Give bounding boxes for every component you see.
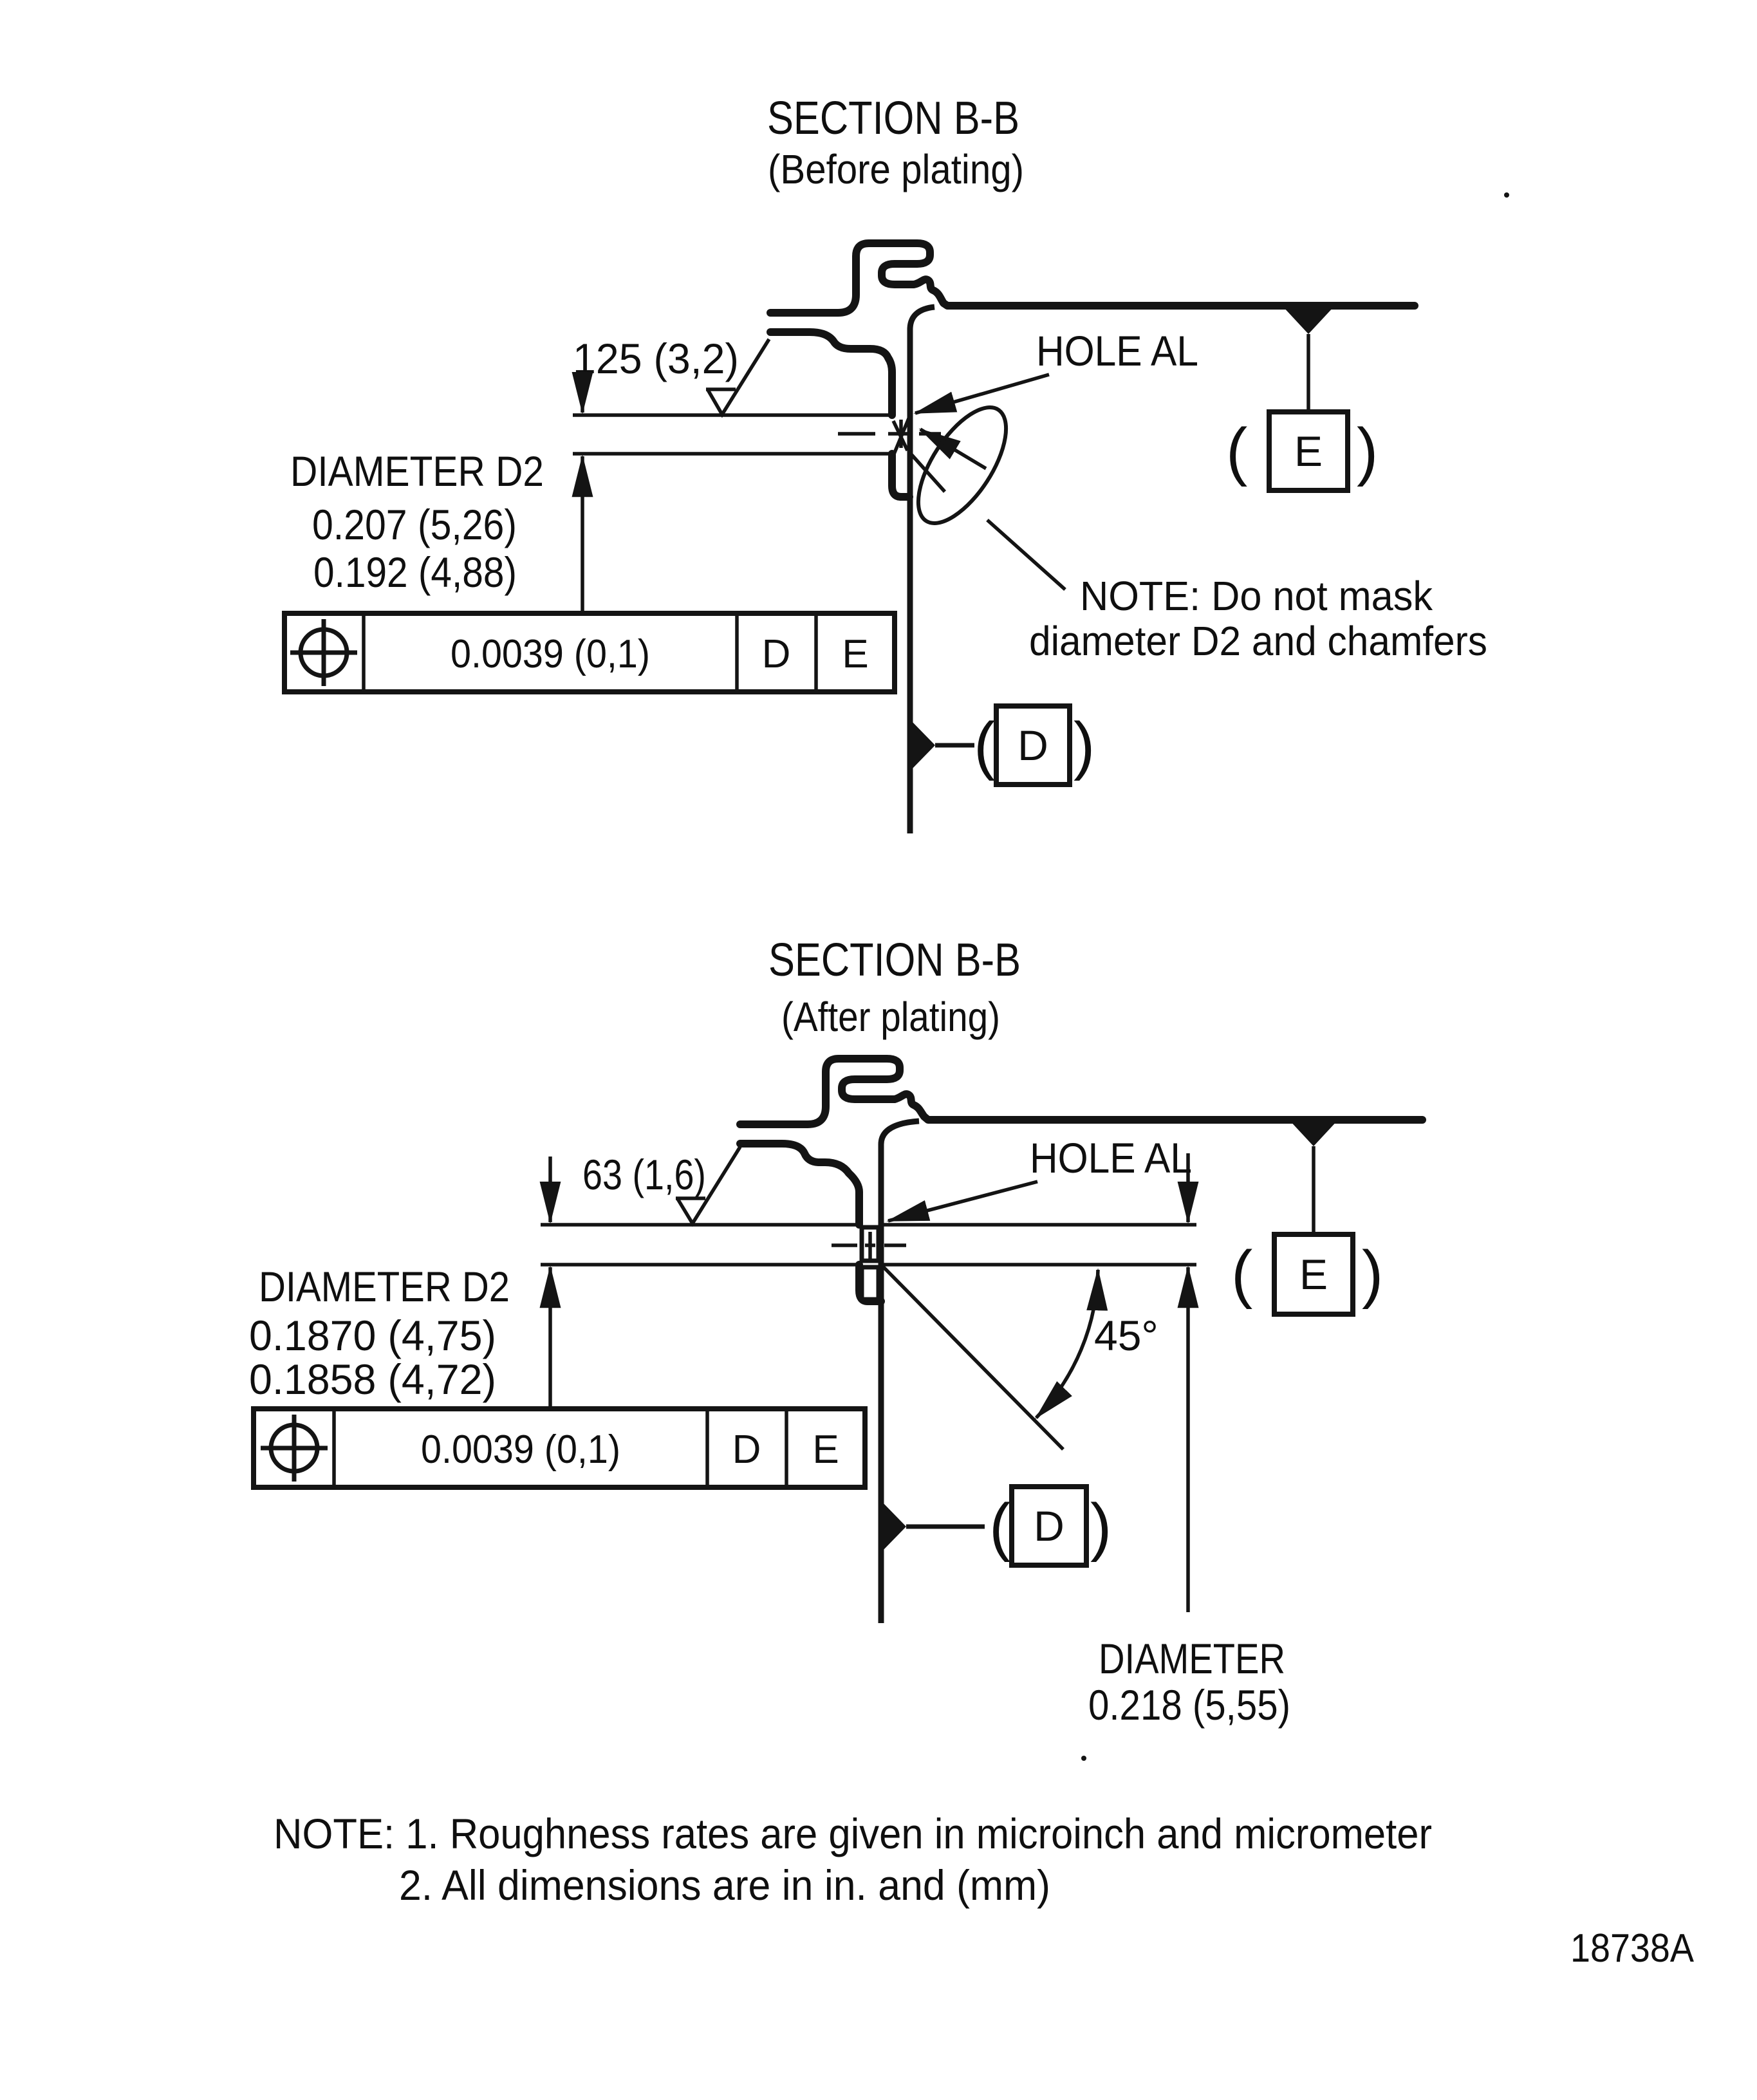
detail-balloon: [916, 405, 1009, 525]
ledge-and-hole-left-wall-upper: [767, 328, 896, 419]
surface-finish-icon: [706, 338, 771, 418]
diameter-d2-callout: DIAMETER D2 0.207 (5,26) 0.192 (4,88): [290, 447, 544, 596]
roughness-value: 125 (3,2): [573, 335, 739, 382]
fcf-datum-secondary: E: [812, 1427, 839, 1472]
hole-center-mark: [832, 1232, 906, 1259]
section-title: SECTION B-B: [767, 93, 1019, 144]
datum-e-reference: ( E ): [1231, 1119, 1383, 1317]
ledge-and-hole-left-wall-upper: [736, 1140, 863, 1229]
footer-notes: NOTE: 1. Roughness rates are given in mi…: [274, 1810, 1695, 1971]
fcf-tolerance: 0.0039 (0,1): [421, 1427, 620, 1472]
section-before-plating: SECTION B-B (Before plating) 125 (3,2) D…: [282, 93, 1487, 833]
roughness-dimension: 125 (3,2): [572, 335, 771, 613]
fcf-outline: [282, 611, 897, 694]
datum-e-letter: E: [1299, 1250, 1328, 1298]
surface-finish-icon: [676, 1146, 742, 1227]
hole-al-leader: [913, 373, 1050, 415]
hole-al-label: HOLE AL: [1030, 1134, 1192, 1182]
diameter-label: DIAMETER D2: [290, 447, 544, 495]
fcf-outline: [251, 1406, 868, 1490]
paren-open: (: [989, 1491, 1010, 1563]
scan-speck: [1081, 1756, 1086, 1761]
section-subtitle: (Before plating): [768, 146, 1024, 192]
section-after-plating: SECTION B-B (After plating) 63 (1,6): [249, 934, 1426, 1729]
position-tolerance-icon: [261, 1415, 328, 1482]
datum-d-reference: ( D ): [881, 1484, 1111, 1568]
paren-close: ): [1090, 1491, 1111, 1563]
part-profile-outline: [541, 1055, 1426, 1623]
datum-d-box: [1009, 1484, 1089, 1568]
datum-d-letter: D: [1018, 721, 1048, 769]
datum-e-box: [1267, 409, 1350, 493]
fcf-datum-secondary: E: [842, 632, 868, 676]
feature-control-frame: 0.0039 (0,1) D E: [251, 1406, 868, 1490]
section-subtitle: (After plating): [781, 994, 1000, 1040]
roughness-value: 63 (1,6): [582, 1151, 706, 1198]
profile-hook-and-top-surface: [767, 239, 1418, 317]
plated-diameter-label: DIAMETER: [1099, 1635, 1285, 1682]
section-title: SECTION B-B: [768, 934, 1021, 986]
feature-control-frame: 0.0039 (0,1) D E: [282, 611, 897, 694]
datum-e-reference: ( E ): [1226, 306, 1378, 493]
body-left-edge-datum-d-line: [878, 1118, 920, 1623]
hole-al-callout: HOLE AL: [886, 1134, 1192, 1223]
hole-left-wall-lower-and-foot: [888, 450, 913, 501]
plated-diameter-dimension: DIAMETER 0.218 (5,55): [1088, 1153, 1290, 1729]
roughness-dimension: 63 (1,6): [539, 1146, 742, 1409]
paren-close: ): [1074, 709, 1095, 781]
diameter-min: 0.1858 (4,72): [249, 1355, 496, 1403]
note-leader: [986, 518, 1066, 591]
paren-open: (: [1226, 415, 1247, 487]
fcf-tolerance: 0.0039 (0,1): [451, 632, 650, 676]
hole-al-leader: [886, 1180, 1038, 1223]
part-profile-outline: [573, 239, 1418, 833]
scan-speck: [1504, 192, 1509, 198]
profile-hook-and-top-surface: [736, 1055, 1426, 1128]
plating-layer-lower: [859, 1265, 881, 1302]
angle-arc: [1035, 1268, 1108, 1419]
chamfer-angle-value: 45°: [1094, 1312, 1158, 1359]
note-line1: NOTE: Do not mask: [1080, 573, 1433, 619]
paren-open: (: [974, 709, 995, 781]
hole-al-callout: HOLE AL: [913, 327, 1198, 470]
diameter-d2-callout: DIAMETER D2 0.1870 (4,75) 0.1858 (4,72): [249, 1263, 510, 1403]
diameter-max: 0.1870 (4,75): [249, 1312, 496, 1359]
datum-e-letter: E: [1294, 427, 1323, 475]
chamfer-leader-arrow: [918, 427, 987, 470]
body-left-edge-datum-d-line: [907, 304, 935, 833]
do-not-mask-note: NOTE: Do not mask diameter D2 and chamfe…: [916, 405, 1487, 664]
datum-triangle-icon: [1288, 1119, 1339, 1146]
fcf-datum-primary: D: [732, 1427, 761, 1472]
datum-d-box: [994, 703, 1072, 787]
chamfer-line: [880, 1263, 1064, 1451]
paren-close: ): [1362, 1238, 1383, 1310]
drawing-number: 18738A: [1570, 1926, 1695, 1971]
position-tolerance-icon: [290, 619, 357, 686]
fcf-datum-primary: D: [762, 632, 791, 676]
hole-al-label: HOLE AL: [1036, 327, 1198, 375]
chamfer-edges: [891, 417, 947, 493]
note-line2: diameter D2 and chamfers: [1029, 618, 1487, 664]
paren-close: ): [1357, 415, 1378, 487]
datum-triangle-icon: [1283, 306, 1334, 334]
datum-triangle-icon: [881, 1501, 906, 1552]
footer-note-2: 2. All dimensions are in in. and (mm): [399, 1861, 1050, 1909]
datum-triangle-icon: [910, 720, 935, 771]
datum-d-reference: ( D ): [910, 703, 1095, 787]
datum-d-letter: D: [1034, 1502, 1064, 1550]
paren-open: (: [1231, 1238, 1252, 1310]
footer-note-1: NOTE: 1. Roughness rates are given in mi…: [274, 1810, 1432, 1857]
diameter-min: 0.192 (4,88): [313, 548, 517, 596]
chamfer-angle-dimension: 45°: [880, 1263, 1158, 1451]
plated-diameter-value: 0.218 (5,55): [1088, 1681, 1290, 1729]
diameter-max: 0.207 (5,26): [312, 501, 517, 548]
datum-e-box: [1272, 1232, 1355, 1317]
diameter-label: DIAMETER D2: [259, 1263, 510, 1310]
